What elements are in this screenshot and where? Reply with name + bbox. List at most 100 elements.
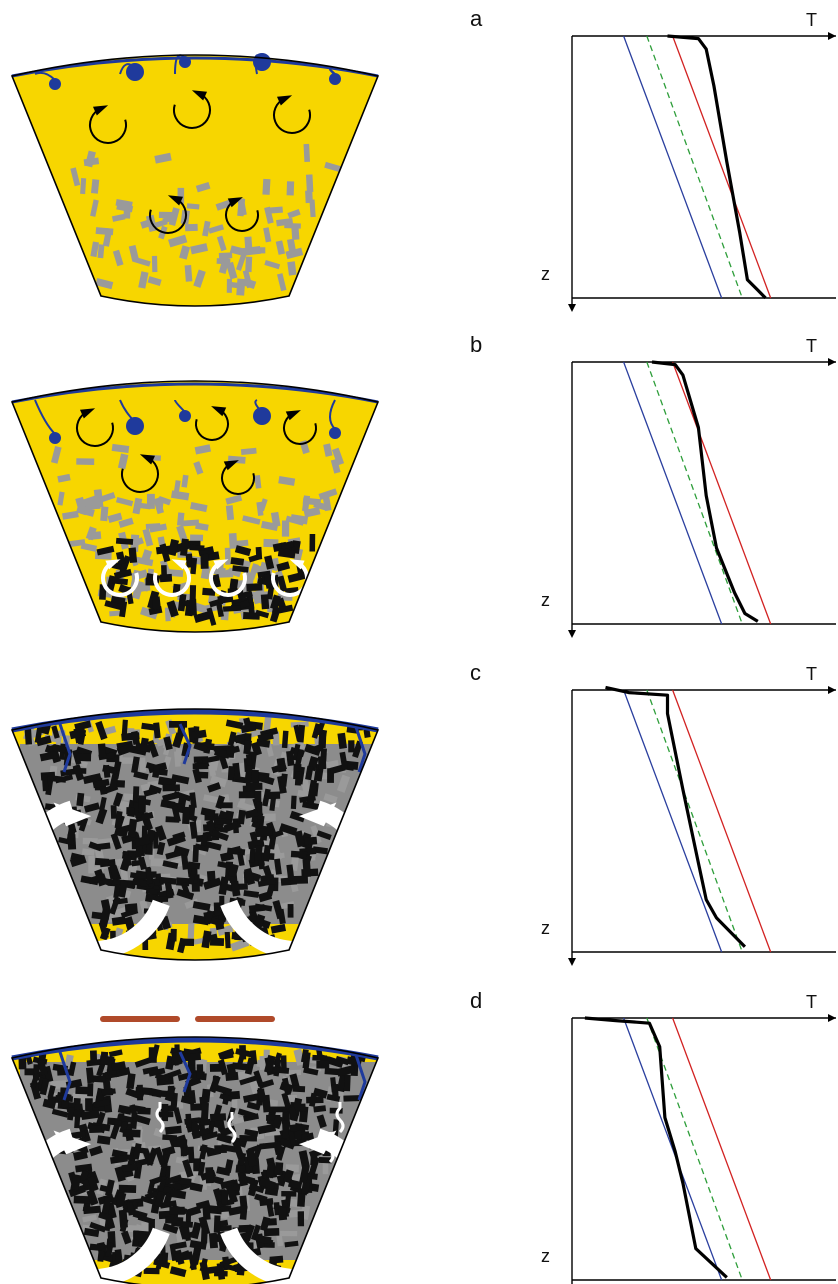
black-crystal — [72, 764, 85, 782]
black-crystal — [51, 1108, 69, 1118]
gray-crystal — [290, 514, 309, 525]
black-crystal — [248, 1183, 265, 1194]
gray-crystal — [150, 858, 165, 867]
gray-crystal — [107, 512, 123, 523]
black-crystal — [240, 723, 257, 734]
convection-swirl-arrow — [149, 197, 187, 234]
gray-crystal — [149, 523, 168, 533]
temperature-axis-label: T — [806, 336, 817, 356]
t-axis-arrowhead — [828, 358, 836, 366]
gray-crystal — [218, 252, 233, 259]
black-crystal — [266, 1201, 275, 1217]
black-crystal — [98, 1211, 113, 1222]
gray-crystal — [90, 241, 100, 258]
black-crystal — [121, 719, 128, 737]
black-crystal — [288, 1129, 297, 1147]
magma-ocean-wedge-d — [10, 1016, 380, 1284]
gray-crystal — [181, 474, 189, 488]
black-crystal — [112, 577, 129, 586]
gray-crystal — [237, 801, 256, 813]
black-crystal — [162, 860, 179, 870]
black-crystal — [221, 1189, 229, 1205]
gray-crystal — [111, 213, 126, 222]
black-crystal — [201, 930, 212, 949]
black-crystal — [274, 858, 282, 875]
black-crystal — [66, 828, 76, 845]
panel-label: d — [470, 988, 482, 1013]
gray-crystal — [216, 235, 227, 252]
black-crystal — [171, 805, 181, 823]
black-crystal — [287, 904, 294, 918]
black-crystal — [222, 605, 242, 612]
black-crystal — [278, 604, 294, 614]
arrowhead — [105, 559, 121, 570]
gray-crystal — [100, 506, 109, 522]
gray-crystal — [147, 276, 162, 286]
crust-crack — [178, 723, 192, 765]
black-crystal — [239, 1135, 258, 1142]
gray-crystal — [226, 261, 238, 280]
black-crystal — [115, 537, 134, 545]
black-crystal — [93, 1098, 111, 1108]
gray-crystal — [262, 813, 276, 822]
wedge-outline — [10, 380, 380, 633]
black-crystal — [290, 875, 309, 885]
gray-crystal — [324, 161, 342, 173]
gray-crystal — [226, 278, 232, 293]
black-crystal — [113, 568, 133, 580]
gray-crystal — [190, 502, 208, 513]
crust-crack — [353, 723, 367, 773]
convection-swirl-arrow — [173, 92, 211, 129]
black-crystal — [154, 825, 167, 842]
black-crystal — [165, 1125, 182, 1135]
gray-crystal — [275, 240, 286, 255]
black-crystal — [119, 1119, 129, 1134]
black-crystal — [277, 1206, 288, 1221]
black-crystal — [133, 770, 149, 781]
black-crystal — [189, 821, 198, 839]
gray-crystal — [250, 728, 264, 738]
sinking-droplet — [179, 410, 191, 422]
black-crystal — [114, 1249, 124, 1266]
black-crystal — [269, 606, 281, 623]
black-crystal — [305, 765, 314, 781]
black-crystal — [18, 1056, 27, 1070]
black-crystal — [138, 795, 147, 813]
gray-crystal — [90, 179, 100, 194]
black-crystal — [198, 1118, 211, 1127]
gray-crystal — [153, 497, 165, 515]
depth-axis-label: z — [541, 590, 550, 610]
black-crystal — [82, 773, 102, 785]
black-crystal — [225, 1185, 239, 1204]
gray-crystal — [138, 271, 149, 289]
convection-swirl-arrow — [271, 560, 309, 597]
black-crystal — [148, 1067, 166, 1077]
black-crystal — [96, 1111, 106, 1126]
black-crystal — [276, 1137, 296, 1150]
gray-crystal — [190, 243, 209, 255]
black-crystal — [68, 1184, 86, 1198]
convection-swirl-arrow — [221, 462, 255, 495]
black-crystal — [83, 1227, 100, 1238]
gray-crystal — [135, 556, 154, 567]
gray-crystal — [186, 203, 200, 210]
black-crystal — [187, 861, 201, 870]
black-crystal — [245, 782, 263, 791]
black-crystal — [263, 1227, 280, 1237]
black-crystal — [281, 1190, 297, 1197]
black-crystal — [331, 1083, 339, 1100]
black-crystal — [250, 1224, 261, 1241]
black-crystal — [163, 736, 173, 751]
black-crystal — [195, 1199, 211, 1210]
black-crystal — [67, 1107, 75, 1121]
crust-crack — [58, 1051, 72, 1101]
black-crystal — [98, 921, 109, 939]
wedge-outline — [10, 54, 380, 307]
gray-crystal — [154, 152, 172, 164]
black-crystal — [189, 792, 197, 809]
sinking-droplet — [179, 56, 191, 68]
black-crystal — [188, 866, 198, 884]
black-crystal — [180, 852, 189, 870]
black-crystal — [117, 880, 128, 898]
